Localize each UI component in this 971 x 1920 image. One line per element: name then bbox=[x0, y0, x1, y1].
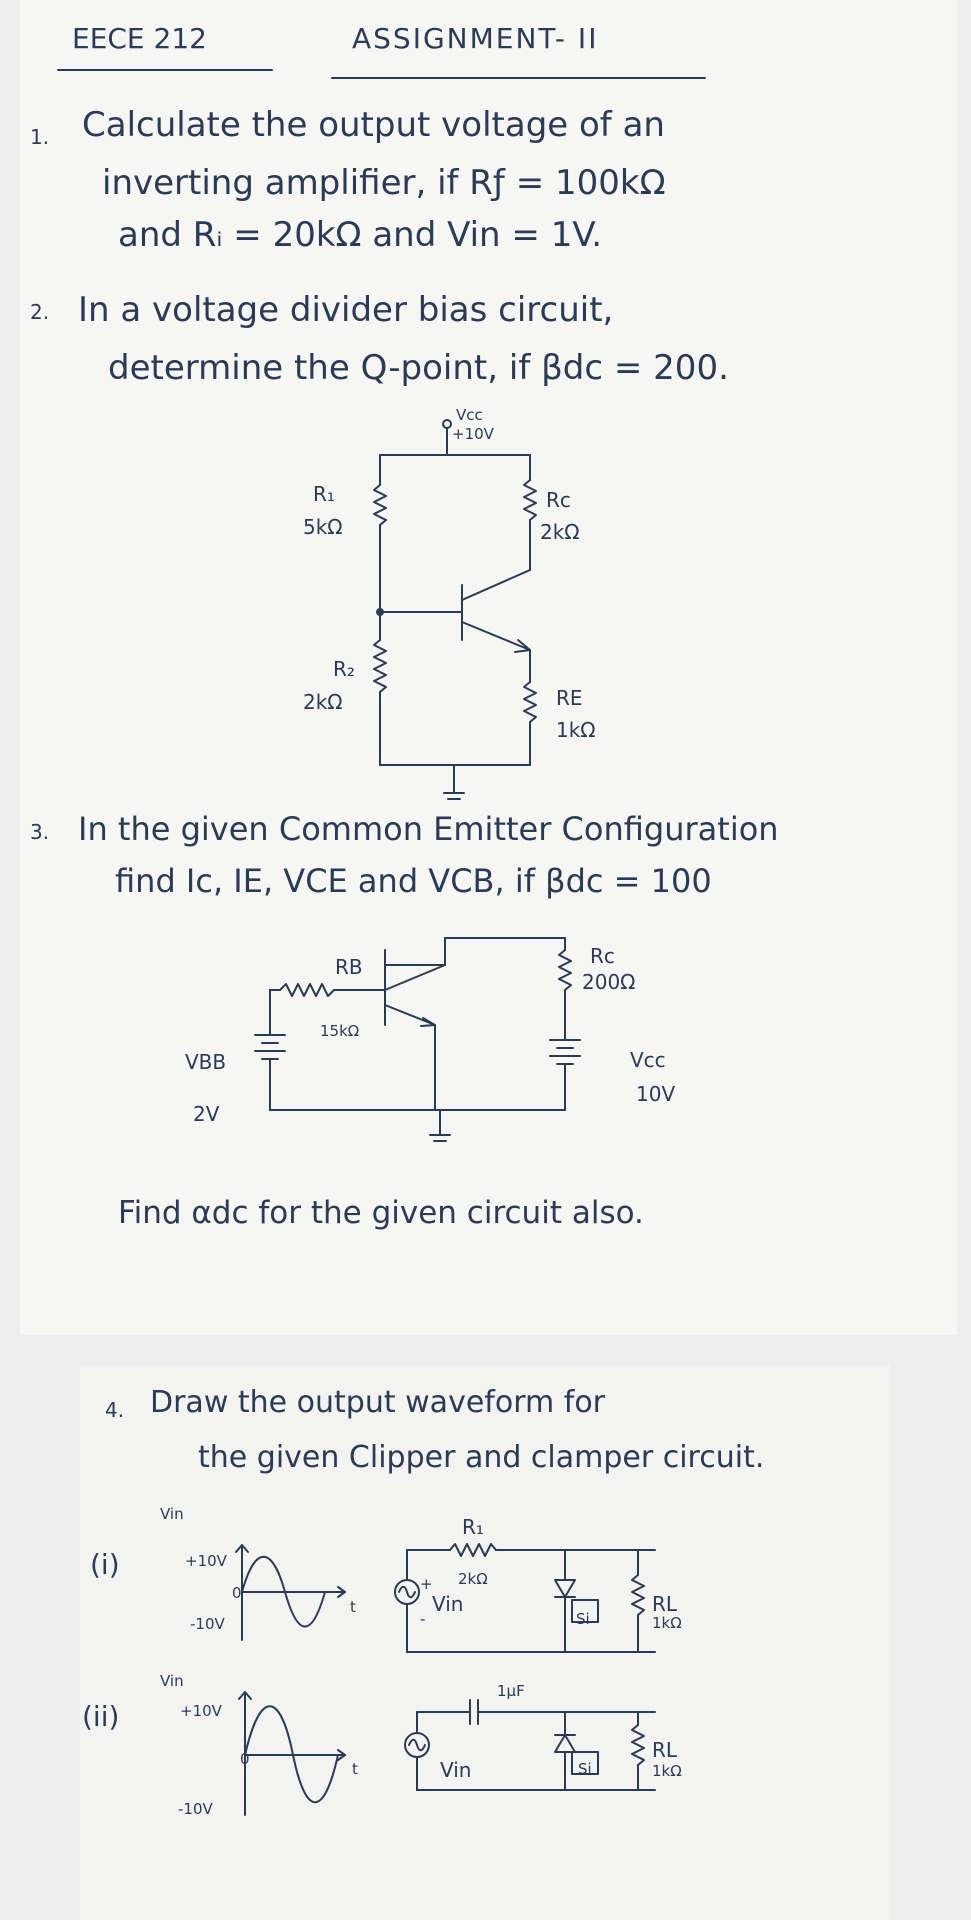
q4-part-1-t-axis: t bbox=[350, 1598, 356, 1616]
q4-part-2-cap-label: 1µF bbox=[497, 1682, 525, 1700]
q4-part-1-r1-value: 2kΩ bbox=[458, 1570, 488, 1588]
q3-rc-label: Rc bbox=[590, 944, 615, 968]
q1-line-1: Calculate the output voltage of an bbox=[82, 105, 665, 145]
q3-vbb-value: 2V bbox=[193, 1102, 220, 1126]
q4-part-1-zero-tick: 0 bbox=[232, 1584, 242, 1602]
q3-rb-value: 15kΩ bbox=[320, 1022, 360, 1040]
q2-line-1: In a voltage divider bias circuit, bbox=[78, 290, 614, 330]
q4-number: 4. bbox=[105, 1398, 125, 1422]
q3-vbb-label: VBB bbox=[185, 1050, 227, 1074]
q2-re-label: RE bbox=[556, 686, 583, 710]
q2-vcc-label: Vcc bbox=[456, 406, 483, 424]
q2-vcc-value: +10V bbox=[452, 425, 494, 443]
q2-re-value: 1kΩ bbox=[556, 718, 596, 742]
q4-line-2: the given Clipper and clamper circuit. bbox=[198, 1440, 765, 1475]
q2-number: 2. bbox=[30, 300, 50, 324]
assignment-sheet-top bbox=[20, 0, 957, 1335]
q3-footer: Find αdc for the given circuit also. bbox=[118, 1195, 644, 1231]
q4-part-1-pos-tick: +10V bbox=[185, 1552, 227, 1570]
q4-part-1-index: (i) bbox=[90, 1548, 120, 1581]
q3-number: 3. bbox=[30, 820, 50, 844]
q4-part-2-vin-label: Vin bbox=[440, 1758, 472, 1782]
q2-r2-label: R₂ bbox=[333, 657, 355, 681]
q3-line-1: In the given Common Emitter Configuratio… bbox=[78, 810, 779, 848]
q4-part-2-rl-label: RL bbox=[652, 1738, 678, 1762]
q2-rc-value: 2kΩ bbox=[540, 520, 580, 544]
q3-vcc-label: Vcc bbox=[630, 1048, 666, 1072]
q1-number: 1. bbox=[30, 125, 50, 149]
q4-part-2-vin-axis: Vin bbox=[160, 1672, 184, 1690]
q3-rb-label: RB bbox=[335, 955, 363, 979]
q4-part-2-pos-tick: +10V bbox=[180, 1702, 222, 1720]
q3-line-2: find Ic, IE, VCE and VCB, if βdc = 100 bbox=[115, 862, 712, 900]
q3-vcc-value: 10V bbox=[636, 1082, 676, 1106]
q4-part-1-neg-tick: -10V bbox=[190, 1615, 225, 1633]
q4-part-2-index: (ii) bbox=[82, 1700, 120, 1733]
assignment-sheet-bottom bbox=[80, 1365, 890, 1920]
q4-part-1-minus-sign: - bbox=[420, 1610, 426, 1628]
q2-r2-value: 2kΩ bbox=[303, 690, 343, 714]
q4-part-1-rl-label: RL bbox=[652, 1592, 678, 1616]
course-code: EECE 212 bbox=[72, 22, 207, 55]
q2-r1-label: R₁ bbox=[313, 482, 335, 506]
q4-part-1-diode-label: Si bbox=[576, 1610, 590, 1628]
q4-part-1-rl-value: 1kΩ bbox=[652, 1614, 682, 1632]
q4-part-1-vin-label: Vin bbox=[432, 1592, 464, 1616]
q4-part-1-plus-sign: + bbox=[420, 1575, 433, 1593]
q4-part-1-r1-label: R₁ bbox=[462, 1515, 484, 1539]
q3-rc-value: 200Ω bbox=[582, 970, 636, 994]
q4-part-2-rl-value: 1kΩ bbox=[652, 1762, 682, 1780]
q2-r1-value: 5kΩ bbox=[303, 515, 343, 539]
q4-line-1: Draw the output waveform for bbox=[150, 1385, 606, 1420]
q4-part-1-vin-axis: Vin bbox=[160, 1505, 184, 1523]
q4-part-2-neg-tick: -10V bbox=[178, 1800, 213, 1818]
assignment-title: ASSIGNMENT- II bbox=[352, 22, 599, 55]
q2-line-2: determine the Q-point, if βdc = 200. bbox=[108, 348, 729, 388]
q1-line-2: inverting amplifier, if Rƒ = 100kΩ bbox=[102, 163, 666, 203]
q1-line-3: and Rᵢ = 20kΩ and Vin = 1V. bbox=[118, 215, 603, 255]
q2-rc-label: Rc bbox=[546, 488, 571, 512]
q4-part-2-t-axis: t bbox=[352, 1760, 358, 1778]
